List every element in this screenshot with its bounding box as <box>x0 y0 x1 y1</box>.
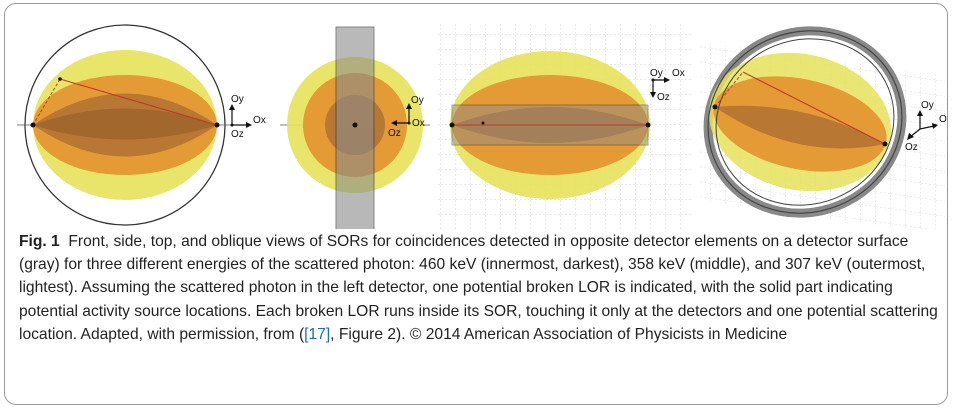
top-view-panel: Oy Ox Oz <box>437 24 692 229</box>
oy-label: Oy <box>231 94 244 105</box>
axis-indicator: Oy Ox Oz <box>388 95 425 139</box>
detector-point-left <box>30 122 36 128</box>
inner-sor <box>715 105 885 149</box>
side-view-panel: Oy Ox Oz <box>280 26 430 229</box>
ox-label: Ox <box>672 68 685 79</box>
figure-caption: Fig. 1 Front, side, top, and oblique vie… <box>19 230 945 346</box>
detector-point-right <box>645 122 651 128</box>
detector-point <box>352 122 358 128</box>
detector-point-left <box>712 104 718 110</box>
reference-link[interactable]: [17] <box>304 325 331 343</box>
ox-label: Ox <box>253 115 266 126</box>
oy-label: Oy <box>411 95 424 106</box>
detector-point-right <box>882 141 888 147</box>
detector-ring-front <box>707 30 903 214</box>
broken-lor <box>714 71 744 108</box>
caption-text-end: , Figure 2). © 2014 American Association… <box>330 325 788 343</box>
broken-lor-solid <box>742 71 886 145</box>
axis-indicator: Oy Ox Oz <box>229 94 266 140</box>
detector-point-left <box>449 122 455 128</box>
inner-sor-shade <box>33 108 217 140</box>
ox-label: Ox <box>412 118 425 129</box>
oy-label: Oy <box>921 100 934 111</box>
figure-panels: Oy Ox Oz Oy Ox Oz <box>17 24 948 229</box>
oz-label: Oz <box>657 92 670 103</box>
caption-text: Front, side, top, and oblique views of S… <box>19 233 938 343</box>
oz-label: Oz <box>905 142 918 153</box>
figure-frame: Oy Ox Oz Oy Ox Oz <box>4 3 948 405</box>
axis-indicator: Oy Ox Oz <box>905 100 948 153</box>
ox-label: Ox <box>939 114 948 125</box>
broken-lor <box>32 78 61 126</box>
oblique-view-panel: Oy Ox Oz <box>700 26 948 229</box>
axis-indicator: Oy Ox Oz <box>650 68 685 103</box>
broken-lor-solid <box>59 78 218 126</box>
figure-label: Fig. 1 <box>19 233 60 250</box>
oy-label: Oy <box>650 68 663 79</box>
front-view-panel: Oy Ox Oz <box>17 24 266 226</box>
detector-point-right <box>214 122 220 128</box>
detector-surface <box>335 26 375 229</box>
oz-label: Oz <box>388 128 401 139</box>
detector-ring-inner <box>715 38 895 206</box>
oz-label: Oz <box>231 129 244 140</box>
scatter-point <box>481 121 485 125</box>
scatter-point <box>58 77 62 81</box>
